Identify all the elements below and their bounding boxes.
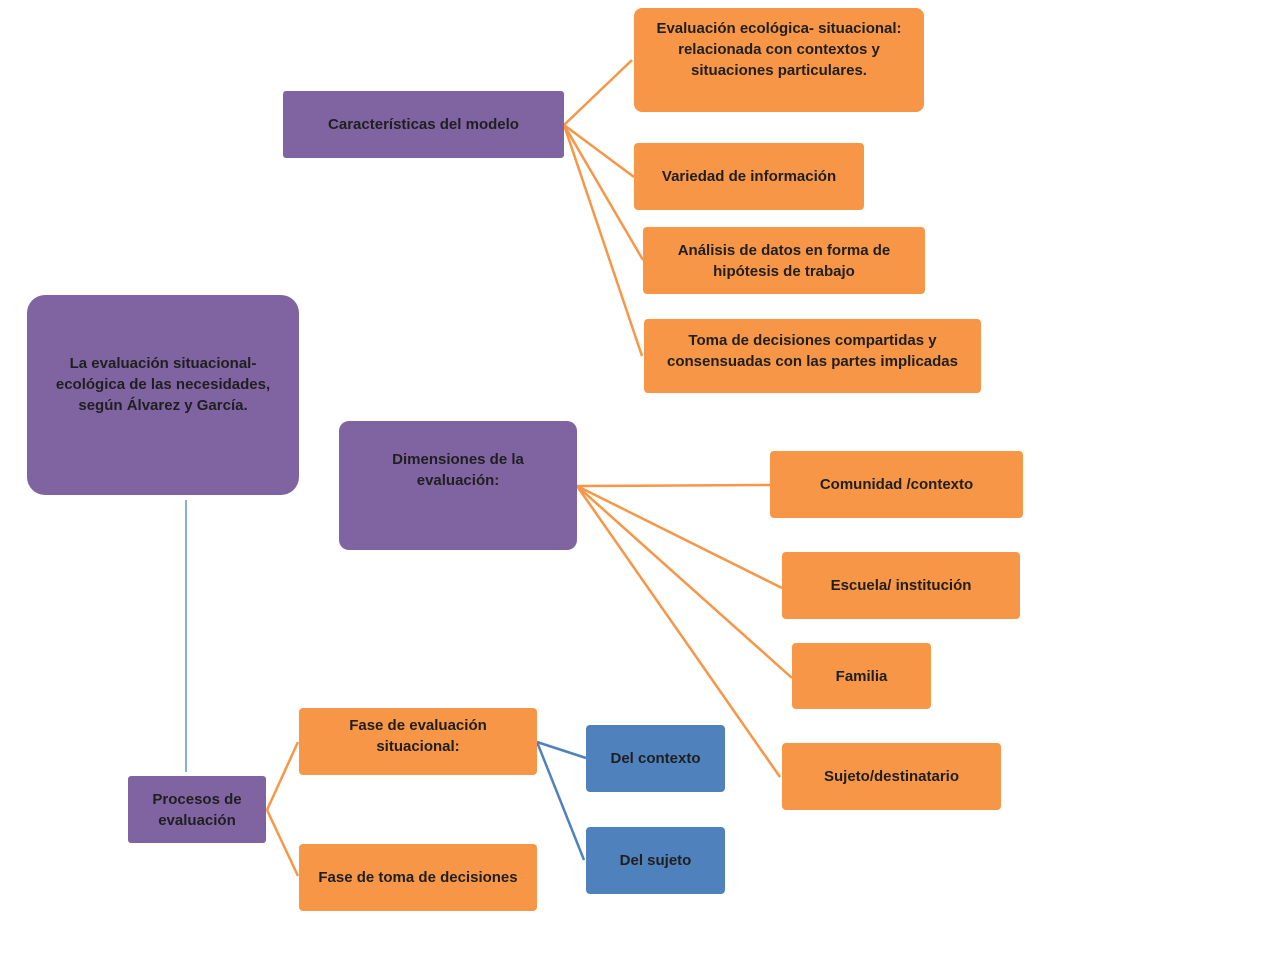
connector-dimensiones-comunidad [576, 483, 771, 488]
connector-caracteristicas-evaluacion [563, 59, 633, 126]
connector-caracteristicas-analisis [562, 124, 645, 261]
connector-fase-sujeto [535, 741, 586, 861]
caracteristicas-node: Características del modelo [283, 91, 564, 158]
connector-dimensiones-escuela [576, 484, 783, 590]
dimension-sujeto-label: Sujeto/destinatario [823, 768, 960, 785]
connector-dimensiones-familia [576, 485, 793, 679]
caracteristica-variedad-node: Variedad de información [634, 143, 864, 210]
caracteristica-toma-node: Toma de decisiones compartidas y consens… [644, 319, 981, 393]
dimension-comunidad-node: Comunidad /contexto [770, 451, 1023, 518]
dimensiones-label: Dimensiones de la evaluación: [392, 450, 524, 489]
dimensiones-node: Dimensiones de la evaluación: [339, 421, 577, 550]
root-node: La evaluación situacional-ecológica de l… [27, 295, 299, 495]
dimension-escuela-node: Escuela/ institución [782, 552, 1020, 619]
connector-caracteristicas-toma [562, 124, 644, 357]
caracteristica-variedad-label: Variedad de información [661, 168, 837, 185]
fase-sujeto-label: Del sujeto [619, 852, 692, 869]
dimension-comunidad-label: Comunidad /contexto [819, 476, 974, 493]
connector-procesos-fase-decisiones [265, 809, 300, 877]
caracteristicas-label: Características del modelo [328, 116, 519, 133]
connector-fase-contexto [536, 740, 587, 760]
fase-situacional-label: Fase de evaluación situacional: [349, 716, 487, 755]
fase-contexto-node: Del contexto [586, 725, 725, 792]
fase-decisiones-label: Fase de toma de decisiones [318, 869, 518, 886]
fase-situacional-node: Fase de evaluación situacional: [299, 708, 537, 775]
dimension-sujeto-node: Sujeto/destinatario [782, 743, 1001, 810]
dimension-escuela-label: Escuela/ institución [830, 577, 972, 594]
caracteristica-analisis-node: Análisis de datos en forma de hipótesis … [643, 227, 925, 294]
fase-decisiones-node: Fase de toma de decisiones [299, 844, 537, 911]
caracteristica-analisis-label: Análisis de datos en forma de hipótesis … [677, 241, 891, 280]
dimension-familia-label: Familia [835, 667, 888, 685]
fase-sujeto-node: Del sujeto [586, 827, 725, 894]
procesos-node: Procesos de evaluación [128, 776, 266, 843]
fase-contexto-label: Del contexto [610, 750, 701, 767]
procesos-label: Procesos de evaluación [152, 790, 242, 829]
caracteristica-evaluacion-node: Evaluación ecológica- situacional: relac… [634, 8, 924, 112]
root-label: La evaluación situacional-ecológica de l… [55, 354, 271, 414]
caracteristica-evaluacion-label: Evaluación ecológica- situacional: relac… [656, 19, 902, 79]
caracteristica-toma-label: Toma de decisiones compartidas y consens… [667, 332, 958, 370]
connector-caracteristicas-variedad [563, 123, 635, 179]
connector-dimensiones-sujeto [575, 485, 782, 778]
connector-procesos-fase-situacional [265, 741, 300, 811]
dimension-familia-node: Familia [792, 643, 931, 709]
